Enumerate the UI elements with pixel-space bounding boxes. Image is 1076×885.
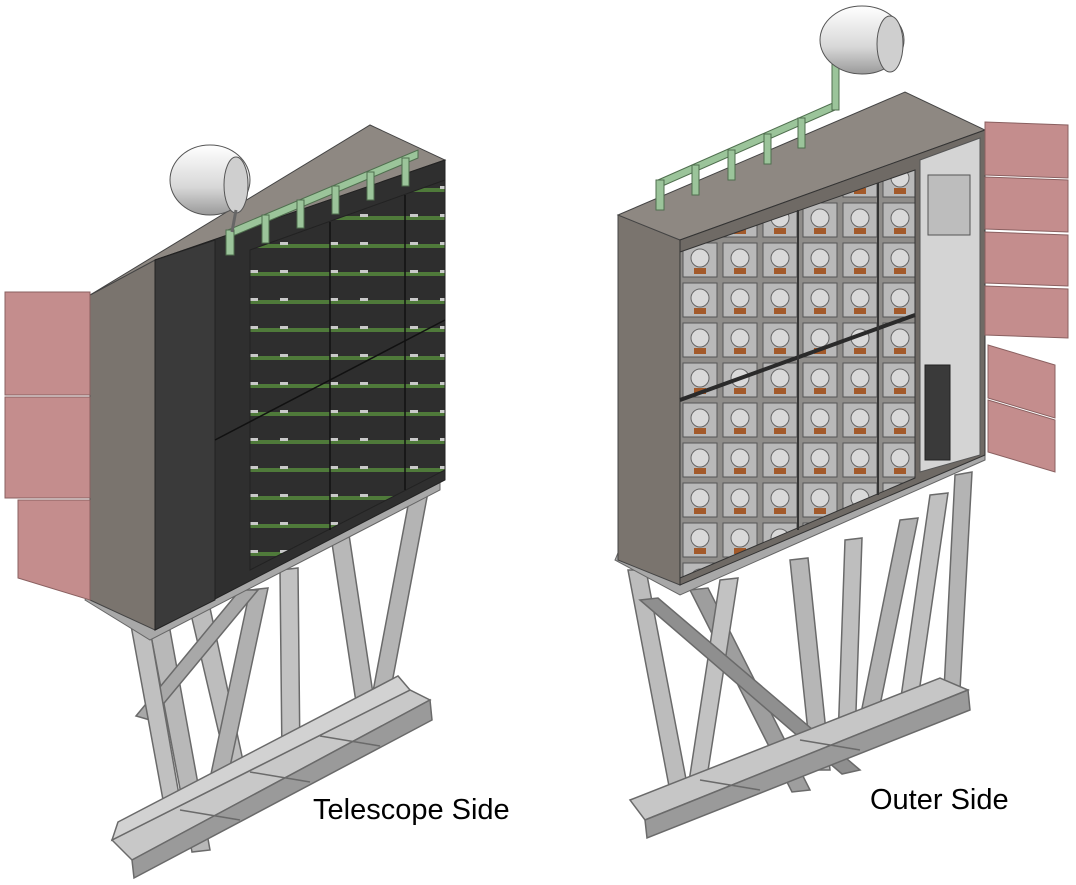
right-support-frame	[627, 471, 973, 840]
left-open-doors	[4, 291, 91, 601]
left-electronics-boards	[249, 179, 446, 571]
left-support-frame	[110, 491, 433, 880]
left-cabinet-side	[89, 259, 156, 631]
left-gas-tank	[169, 144, 251, 233]
telescope-side-view	[4, 124, 447, 880]
right-cabinet-side	[617, 214, 681, 586]
outer-side-label: Outer Side	[870, 784, 1009, 816]
telescope-side-label: Telescope Side	[313, 794, 510, 826]
outer-side-view	[614, 5, 1069, 840]
right-coolant-pipe	[655, 61, 840, 211]
right-gas-tank	[819, 5, 905, 75]
left-coolant-pipe	[225, 149, 419, 256]
right-open-doors	[984, 121, 1069, 473]
